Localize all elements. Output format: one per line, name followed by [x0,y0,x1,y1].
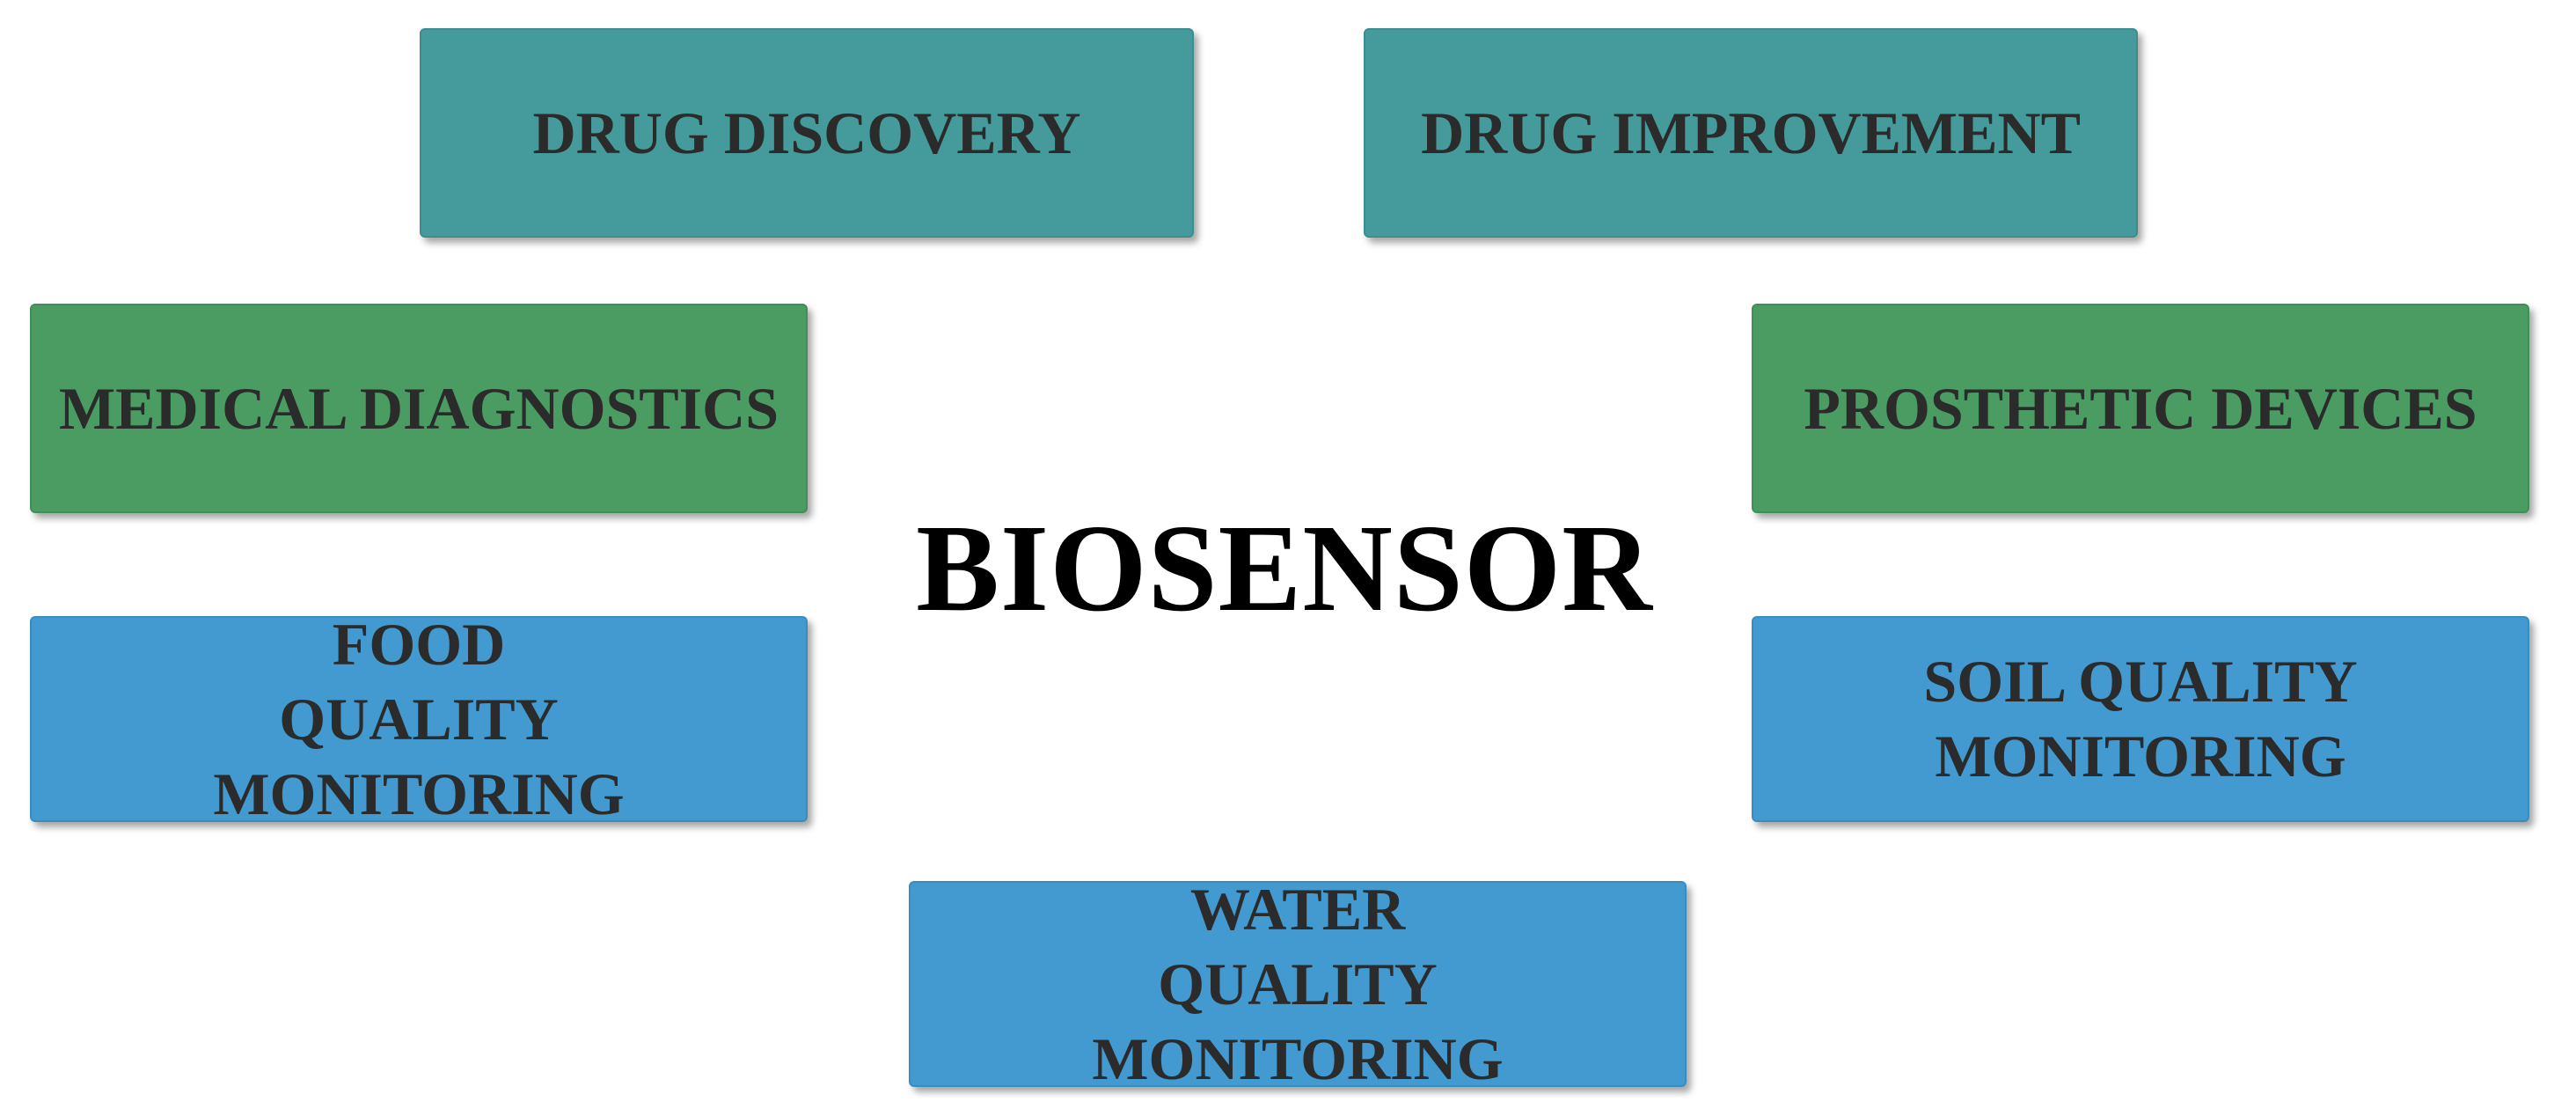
food-quality-monitoring-label: FOOD QUALITY MONITORING [213,610,625,827]
drug-improvement-label: DRUG IMPROVEMENT [1421,99,2081,166]
drug-improvement-box: DRUG IMPROVEMENT [1364,28,2138,238]
prosthetic-devices-label: PROSTHETIC DEVICES [1804,374,2477,442]
prosthetic-devices-box: PROSTHETIC DEVICES [1752,304,2529,513]
drug-discovery-label: DRUG DISCOVERY [532,99,1081,166]
medical-diagnostics-box: MEDICAL DIAGNOSTICS [30,304,808,513]
drug-discovery-box: DRUG DISCOVERY [420,28,1194,238]
water-quality-monitoring-label: WATER QUALITY MONITORING [1092,875,1504,1092]
soil-quality-monitoring-box: SOIL QUALITY MONITORING [1752,616,2529,822]
biosensor-center-label: BIOSENSOR [916,498,1653,637]
water-quality-monitoring-box: WATER QUALITY MONITORING [909,876,1687,1092]
medical-diagnostics-label: MEDICAL DIAGNOSTICS [58,374,779,442]
food-quality-monitoring-box: FOOD QUALITY MONITORING [30,611,808,827]
soil-quality-monitoring-label: SOIL QUALITY MONITORING [1923,648,2358,789]
